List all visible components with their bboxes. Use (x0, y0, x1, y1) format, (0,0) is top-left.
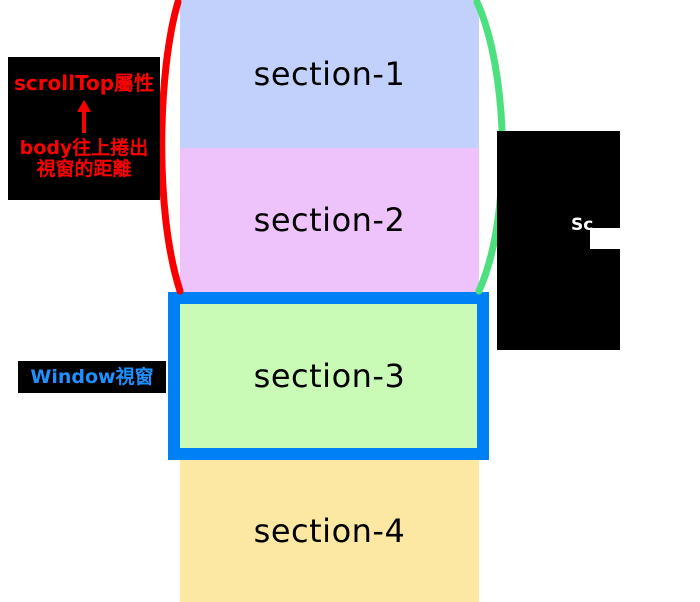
section-block-1: section-1 (180, 0, 479, 148)
scroll-annotation-occluder-bar (590, 228, 668, 249)
scrolltop-description-label: body往上捲出 視窗的距離 (19, 137, 149, 181)
scrolltop-annotation-box: scrollTop屬性 body往上捲出 視窗的距離 (8, 57, 160, 200)
section-block-2: section-2 (180, 148, 479, 292)
section-3-label: section-3 (253, 357, 406, 395)
section-block-3: section-3 (180, 292, 479, 460)
section-block-4: section-4 (180, 460, 479, 602)
up-arrow-icon (77, 100, 91, 133)
scroll-annotation-label: Sc (571, 215, 594, 235)
window-annotation-label: Window視窗 (30, 365, 154, 388)
section-2-label: section-2 (253, 201, 406, 239)
red-arc-icon (158, 0, 184, 295)
window-annotation-box: Window視窗 (18, 361, 166, 393)
section-4-label: section-4 (253, 512, 406, 550)
section-1-label: section-1 (253, 55, 406, 93)
scrolltop-property-label: scrollTop屬性 (13, 71, 155, 95)
